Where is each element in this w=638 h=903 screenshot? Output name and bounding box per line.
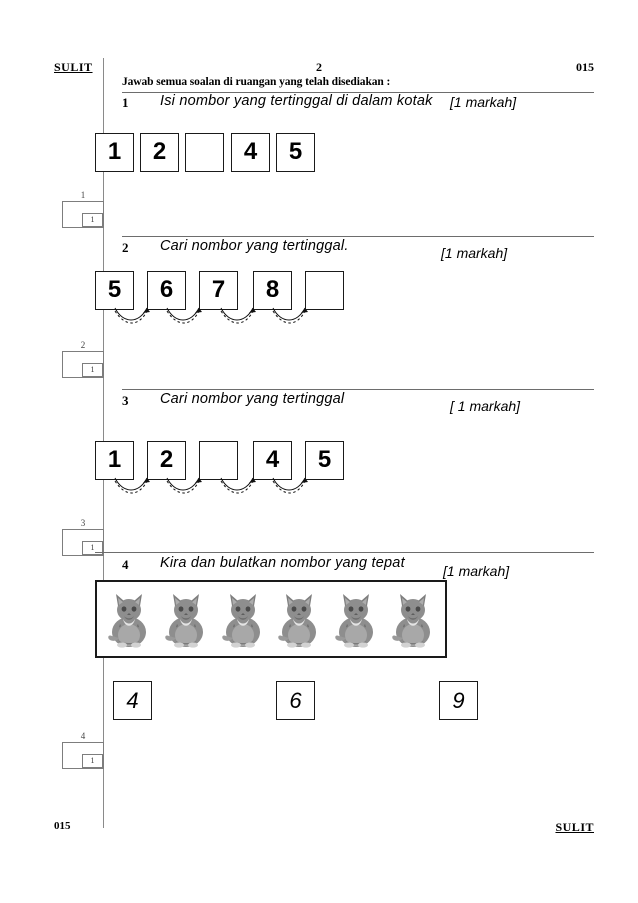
question-3-marks: [ 1 markah] xyxy=(450,398,521,414)
q4-mark-value: 1 xyxy=(82,754,103,768)
q4-option-1[interactable]: 4 xyxy=(113,681,152,720)
q2-box-1[interactable]: 5 xyxy=(95,271,134,310)
cat-icon xyxy=(165,594,203,648)
question-4-number: 4 xyxy=(122,557,129,572)
q2-box-4[interactable]: 8 xyxy=(253,271,292,310)
q3-box-3[interactable] xyxy=(199,441,238,480)
cat-icon xyxy=(335,594,373,648)
q2-sequence-arcs xyxy=(114,307,308,324)
q1-mark-value: 1 xyxy=(82,213,103,227)
q3-box-5[interactable]: 5 xyxy=(305,441,344,480)
q2-box-2[interactable]: 6 xyxy=(147,271,186,310)
q4-option-2[interactable]: 6 xyxy=(276,681,315,720)
cat-icon xyxy=(108,594,147,648)
q4-picture-frame xyxy=(95,580,447,658)
q2-box-5[interactable] xyxy=(305,271,344,310)
q3-sequence-arcs xyxy=(114,477,308,494)
question-1-text: Isi nombor yang tertinggal di dalam kota… xyxy=(160,93,433,109)
footer-sulit-label: SULIT xyxy=(555,820,594,834)
header-paper-code: 015 xyxy=(576,60,594,74)
rule-above-question-3 xyxy=(122,389,594,390)
q2-markbox-label: 2 xyxy=(80,340,86,350)
question-1-marks: [1 markah] xyxy=(450,94,517,110)
q2-box-3[interactable]: 7 xyxy=(199,271,238,310)
question-3-text: Cari nombor yang tertinggal xyxy=(160,391,345,407)
header-sulit-label: SULIT xyxy=(54,60,93,74)
instruction-text: Jawab semua soalan di ruangan yang telah… xyxy=(122,76,391,88)
question-4-text: Kira dan bulatkan nombor yang tepat xyxy=(160,555,405,571)
cat-icon xyxy=(278,594,317,648)
question-4-marks: [1 markah] xyxy=(443,563,510,579)
q1-box-5[interactable]: 5 xyxy=(276,133,315,172)
cat-icon xyxy=(391,594,430,648)
q4-cat-row xyxy=(97,582,445,656)
q2-mark-allocation-box: 1 xyxy=(62,351,104,378)
q1-box-1[interactable]: 1 xyxy=(95,133,134,172)
q4-option-3[interactable]: 9 xyxy=(439,681,478,720)
q3-markbox-label: 3 xyxy=(80,518,86,528)
q4-mark-allocation-box: 1 xyxy=(62,742,104,769)
cat-icon xyxy=(221,594,260,648)
q3-box-4[interactable]: 4 xyxy=(253,441,292,480)
q3-mark-value: 1 xyxy=(82,541,103,555)
q3-mark-allocation-box: 1 xyxy=(62,529,104,556)
q1-box-2[interactable]: 2 xyxy=(140,133,179,172)
q1-markbox-label: 1 xyxy=(80,190,86,200)
q3-box-1[interactable]: 1 xyxy=(95,441,134,480)
rule-under-instruction xyxy=(122,92,594,93)
question-1-number: 1 xyxy=(122,95,129,110)
footer-paper-code: 015 xyxy=(54,820,71,832)
q4-markbox-label: 4 xyxy=(80,731,86,741)
rule-above-question-2 xyxy=(122,236,594,237)
question-3-number: 3 xyxy=(122,393,129,408)
q1-box-3[interactable] xyxy=(185,133,224,172)
question-2-marks: [1 markah] xyxy=(441,245,508,261)
q1-box-4[interactable]: 4 xyxy=(231,133,270,172)
q2-mark-value: 1 xyxy=(82,363,103,377)
q1-mark-allocation-box: 1 xyxy=(62,201,104,228)
question-2-number: 2 xyxy=(122,240,129,255)
page-number: 2 xyxy=(316,60,322,74)
rule-above-question-4 xyxy=(95,552,594,553)
q3-box-2[interactable]: 2 xyxy=(147,441,186,480)
question-2-text: Cari nombor yang tertinggal. xyxy=(160,238,349,254)
